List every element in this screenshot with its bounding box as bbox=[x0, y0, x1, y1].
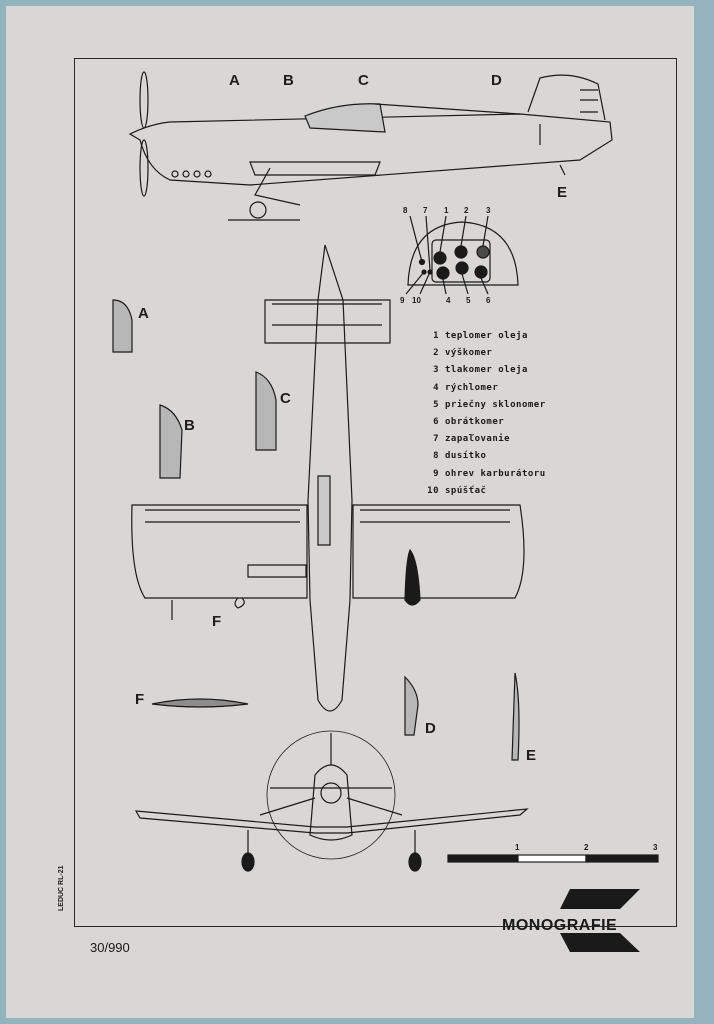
sheet-number: 30/990 bbox=[90, 940, 130, 955]
instrument-number-8: 8 bbox=[403, 206, 408, 215]
section-label-b: B bbox=[184, 417, 195, 434]
section-label-e: E bbox=[526, 747, 537, 764]
section-label-d-top: D bbox=[491, 72, 502, 89]
front-view bbox=[134, 730, 529, 872]
instrument-number-4: 4 bbox=[446, 296, 451, 305]
instrument-number-5: 5 bbox=[466, 296, 471, 305]
top-view bbox=[131, 244, 525, 712]
section-label-f-wing: F bbox=[212, 613, 222, 630]
section-label-a-top: A bbox=[229, 72, 240, 89]
instrument-number-3: 3 bbox=[486, 206, 491, 215]
instrument-panel bbox=[405, 215, 519, 295]
section-label-f: F bbox=[135, 691, 145, 708]
instrument-number-2: 2 bbox=[464, 206, 469, 215]
instrument-number-6: 6 bbox=[486, 296, 491, 305]
section-label-b-top: B bbox=[283, 72, 294, 89]
scale-label-1: 1 bbox=[515, 843, 520, 852]
instrument-number-9: 9 bbox=[400, 296, 405, 305]
section-label-c: C bbox=[280, 390, 291, 407]
aircraft-drawing bbox=[112, 71, 659, 952]
instrument-number-10: 10 bbox=[412, 296, 421, 305]
brand-mark bbox=[560, 889, 640, 952]
scale-label-2: 2 bbox=[584, 843, 589, 852]
section-label-c-top: C bbox=[358, 72, 369, 89]
side-view bbox=[128, 71, 613, 221]
brand-name: MONOGRAFIE bbox=[502, 917, 618, 934]
section-label-a: A bbox=[138, 305, 149, 322]
scale-label-3: 3 bbox=[653, 843, 658, 852]
instrument-number-1: 1 bbox=[444, 206, 449, 215]
drawing-sheet: A B C D E A B C F F D E 8 7 1 2 3 9 10 4… bbox=[6, 6, 694, 1018]
section-label-e-top: E bbox=[557, 184, 568, 201]
drawing-frame bbox=[74, 58, 677, 927]
cross-sections bbox=[112, 299, 520, 761]
scale-bar bbox=[447, 854, 659, 863]
section-label-d: D bbox=[425, 720, 436, 737]
aircraft-caption: LEDUC RL-21 bbox=[58, 865, 65, 911]
instrument-number-7: 7 bbox=[423, 206, 428, 215]
